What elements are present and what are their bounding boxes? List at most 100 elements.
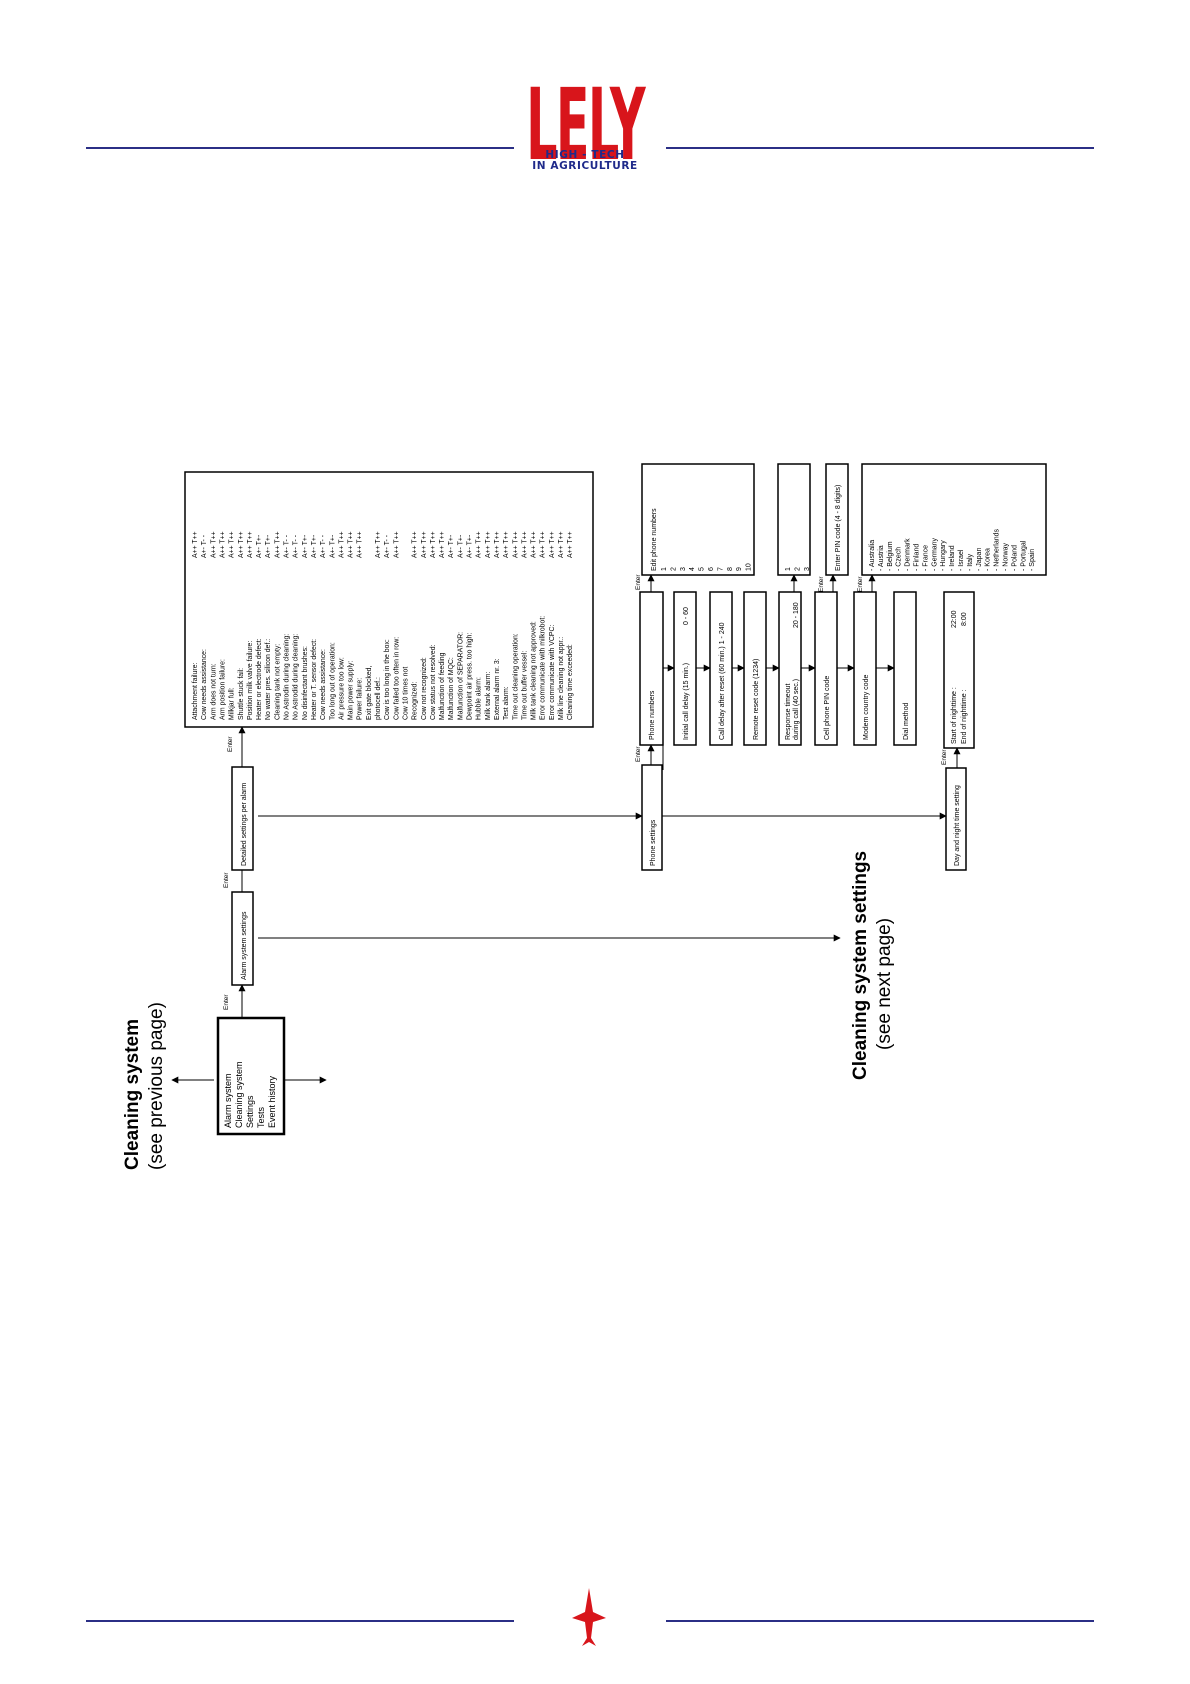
country-item: - Denmark	[905, 538, 912, 571]
alarm-name: Cleaning time exceeded:	[567, 644, 574, 720]
alarm-name: Cow failed too often in row:	[393, 637, 400, 720]
alarm-code: A++ T++	[393, 531, 400, 558]
alarm-list: Attachment failure: A++ T++ Cow needs assi…	[192, 531, 574, 720]
logo-text: LELY	[526, 69, 646, 170]
response-timeout-range: 20 - 180	[793, 602, 800, 628]
alarm-name: Heater or electrode defect:	[256, 638, 263, 720]
alarm-code: A++ T++	[476, 531, 483, 558]
alarm-name: No water pres. silicon def.:	[265, 639, 272, 720]
alarm-name: Time out cleaning operation:	[512, 633, 519, 720]
header-rule-right	[666, 147, 1094, 149]
dial-method-label: Dial method	[903, 703, 910, 740]
initial-call-delay-box[interactable]	[673, 591, 697, 746]
cell-phone-pin-box[interactable]	[814, 591, 838, 746]
remote-reset-code-label: Remote reset code (1234)	[753, 659, 760, 740]
enter-label: Enter	[818, 576, 825, 592]
phone-numbers-box[interactable]	[639, 591, 664, 746]
alarm-code: A++ T++	[219, 531, 226, 558]
alarm-code: A+- T+-	[311, 535, 318, 558]
enter-label: Enter	[635, 574, 642, 590]
country-item: - Ireland	[949, 545, 956, 571]
alarm-code: A++ T++	[439, 531, 446, 558]
main-menu-item[interactable]: Alarm system	[223, 1073, 233, 1128]
dial-method-options-box[interactable]	[777, 463, 811, 576]
country-item: - Belgium	[887, 541, 894, 571]
alarm-code: A++ T++	[567, 531, 574, 558]
alarm-name: Dewpoint air press. too high:	[467, 633, 474, 720]
alarm-name: Too long out of operation:	[329, 642, 336, 720]
country-list-box[interactable]	[861, 463, 1047, 576]
enter-label: Enter	[857, 576, 864, 592]
alarm-code: A++ T++	[421, 531, 428, 558]
detailed-settings-label: Detailed settings per alarm	[241, 783, 248, 866]
country-list: - Australia- Austria- Belgium- Czech- De…	[869, 528, 1036, 571]
main-menu-box[interactable]	[216, 1016, 286, 1136]
alarm-name: Cow 10 times not	[402, 667, 409, 720]
alarm-name: Cow not recognized:	[421, 657, 428, 720]
alarm-code: A+- T+-	[467, 535, 474, 558]
cell-phone-pin-label: Cell phone PIN code	[824, 676, 831, 740]
alarm-code: A++ T++	[348, 531, 355, 558]
alarm-code: A++ T++	[430, 531, 437, 558]
edit-phone-item: 8	[727, 567, 734, 571]
edit-phone-title: Edit phone numbers	[651, 508, 658, 571]
alarm-code: A+- T- -	[384, 535, 391, 558]
alarm-name: Cleaning tank not empty:	[274, 644, 281, 720]
edit-phone-item: 2	[670, 567, 677, 571]
detailed-settings-box[interactable]	[231, 766, 254, 871]
enter-pin-box[interactable]	[825, 463, 849, 576]
day-night-box[interactable]	[945, 767, 967, 871]
enter-pin-label: Enter PIN code (4 - 8 digits)	[835, 485, 842, 571]
header-rule-left	[86, 147, 514, 149]
alarm-code: A++ T++	[274, 531, 281, 558]
call-delay-after-reset-box[interactable]	[709, 591, 733, 746]
alarm-code: A+- T- -	[201, 535, 208, 558]
tagline-2: IN AGRICULTURE	[532, 160, 638, 172]
remote-reset-code-box[interactable]	[743, 591, 767, 746]
country-item: - Finland	[914, 544, 921, 571]
country-item: - Norway	[1003, 542, 1010, 571]
alarm-code: A++ T++	[247, 531, 254, 558]
alarm-list-box	[184, 471, 594, 728]
modem-country-label: Modem country code	[863, 675, 870, 740]
edit-phone-item: 3	[680, 567, 687, 571]
alarm-name: External alarm nr. 3:	[494, 658, 501, 720]
ref-next-sub: (see next page)	[874, 918, 895, 1050]
alarm-name: Milk tank cleaning not approved:	[531, 621, 538, 720]
country-item: - Austria	[878, 545, 885, 571]
phone-settings-label: Phone settings	[650, 819, 657, 866]
alarm-name: Attachment failure:	[192, 662, 199, 720]
alarm-code: A+- T+-	[329, 535, 336, 558]
main-menu-item[interactable]: Event history	[267, 1075, 277, 1128]
edit-phone-numbers-box[interactable]	[641, 463, 755, 576]
alarm-code: A+- T+-	[448, 535, 455, 558]
main-menu-item[interactable]: Settings	[245, 1095, 255, 1128]
alarm-name: No disinfectant brushes:	[302, 646, 309, 720]
alarm-name: Main power supply:	[348, 661, 355, 720]
alarm-code: A++ T++	[531, 531, 538, 558]
response-timeout-box[interactable]	[778, 591, 802, 746]
alarm-name: Cow needs assistance:	[201, 649, 208, 720]
nighttime-box[interactable]	[943, 591, 975, 749]
country-item: - Australia	[869, 540, 876, 571]
edit-phone-item: 10	[746, 563, 753, 571]
alarm-code: A++ T++	[503, 531, 510, 558]
alarm-name: Arm position failure:	[219, 659, 226, 720]
main-menu-item[interactable]: Cleaning system	[234, 1061, 244, 1128]
dial-method-box[interactable]	[893, 591, 917, 746]
alarm-name: Milk line cleaning not appr.:	[558, 637, 565, 720]
modem-country-box[interactable]	[853, 591, 877, 746]
main-menu-item[interactable]: Tests	[256, 1106, 266, 1128]
alarm-code: A+- T+-	[256, 535, 263, 558]
ref-previous-page: Cleaning system (see previous page)	[122, 1002, 167, 1170]
edit-phone-item: 9	[736, 567, 743, 571]
tagline-1: HIGH - TECH	[545, 149, 625, 161]
alarm-name: Exit gate blocked,	[366, 666, 373, 720]
nighttime-start-value: 22:00	[951, 610, 958, 628]
nighttime-start-label: Start of nighttime :	[951, 687, 958, 744]
alarm-system-settings-box[interactable]	[231, 891, 254, 986]
alarm-name: Cow is too long in the box:	[384, 639, 391, 720]
phone-settings-box[interactable]	[641, 764, 663, 871]
country-item: - Netherlands	[994, 528, 1001, 571]
alarm-code: A++ T++	[549, 531, 556, 558]
